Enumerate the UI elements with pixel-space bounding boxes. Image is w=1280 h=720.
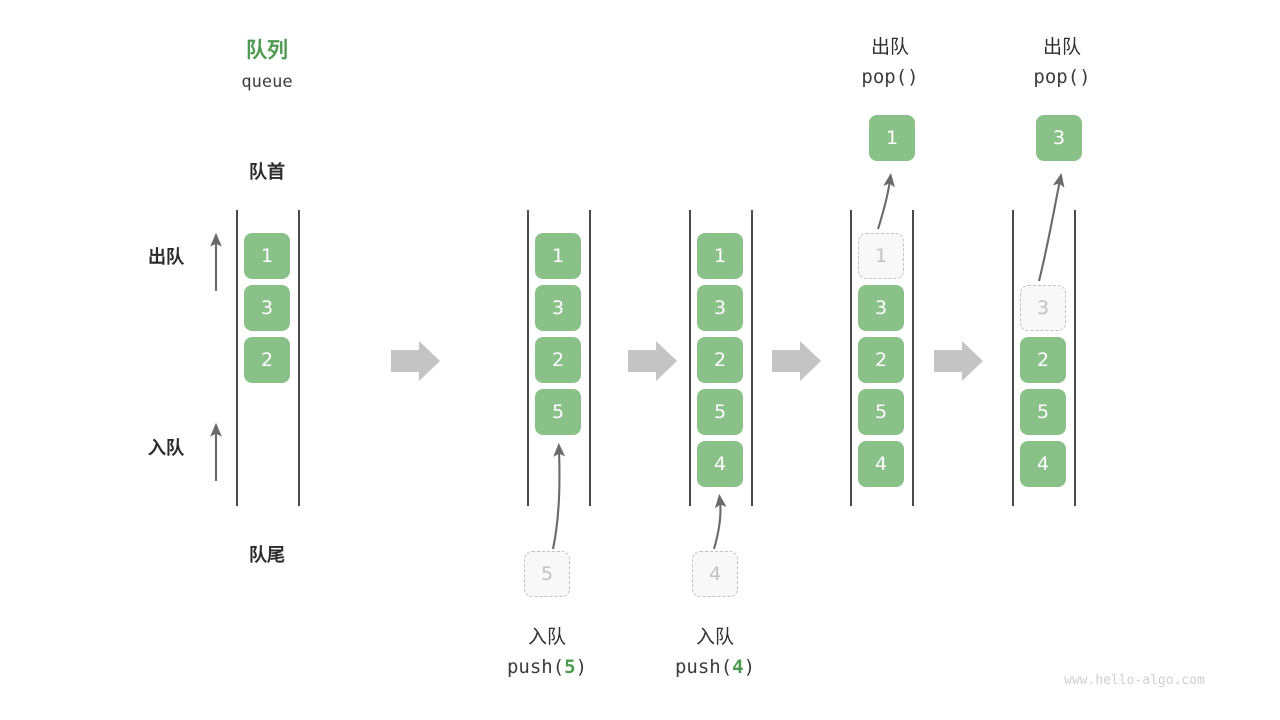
queue-rail-right	[912, 210, 914, 506]
queue-cell: 5	[535, 389, 581, 435]
queue-rail-right	[751, 210, 753, 506]
queue-cell: 4	[697, 441, 743, 487]
push-caption-prefix: push(	[674, 656, 733, 678]
queue-rail-right	[1074, 210, 1076, 506]
push-caption-en: push(5)	[477, 656, 617, 678]
push-caption-prefix: push(	[506, 656, 565, 678]
queue-rail-left	[1012, 210, 1014, 506]
queue-front-label: 队首	[249, 162, 285, 183]
enqueue-direction-label: 入队	[148, 438, 184, 459]
queue-cell: 3	[697, 285, 743, 331]
queue-rail-left	[527, 210, 529, 506]
queue-cell: 3	[535, 285, 581, 331]
queue-cell: 5	[858, 389, 904, 435]
step-connector-arrow	[628, 341, 677, 381]
popped-cell: 3	[1036, 115, 1082, 161]
queue-cell: 4	[1020, 441, 1066, 487]
push-caption-arg: 5	[564, 656, 576, 678]
queue-cell: 1	[697, 233, 743, 279]
push-caption-cn: 入队	[695, 626, 734, 648]
push-4-arrow	[712, 493, 727, 550]
queue-title-cn: 队列	[246, 38, 288, 62]
queue-cell: 1	[244, 233, 290, 279]
queue-cell: 5	[1020, 389, 1066, 435]
push-caption-suffix: )	[743, 656, 756, 678]
step-connector-arrow	[934, 341, 983, 381]
pop-header-cn: 出队	[870, 36, 909, 58]
queue-title-en: queue	[241, 72, 293, 92]
queue-cell: 2	[858, 337, 904, 383]
pop-header-en: pop()	[861, 66, 919, 88]
pop-3-arrow	[1037, 172, 1065, 282]
watermark: www.hello-algo.com	[1064, 673, 1205, 688]
pop-1-arrow	[876, 172, 895, 230]
queue-cell: 3	[858, 285, 904, 331]
pop-header-cn: 出队	[1042, 36, 1081, 58]
queue-rail-left	[850, 210, 852, 506]
queue-cell-ghost: 3	[1020, 285, 1066, 331]
queue-rail-right	[589, 210, 591, 506]
queue-cell: 3	[244, 285, 290, 331]
step-connector-arrow	[772, 341, 821, 381]
queue-rail-left	[689, 210, 691, 506]
queue-rail-left	[236, 210, 238, 506]
incoming-ghost-cell: 4	[692, 551, 738, 597]
queue-cell: 2	[697, 337, 743, 383]
queue-cell: 2	[1020, 337, 1066, 383]
push-5-arrow	[551, 442, 566, 550]
step-connector-arrow	[391, 341, 440, 381]
dequeue-direction-label: 出队	[148, 247, 184, 268]
push-caption-arg: 4	[732, 656, 744, 678]
queue-cell: 2	[244, 337, 290, 383]
popped-cell: 1	[869, 115, 915, 161]
pop-header-en: pop()	[1033, 66, 1091, 88]
push-caption-cn: 入队	[527, 626, 566, 648]
queue-cell: 1	[535, 233, 581, 279]
queue-rail-right	[298, 210, 300, 506]
queue-rear-label: 队尾	[249, 545, 285, 566]
queue-cell: 5	[697, 389, 743, 435]
queue-cell-ghost: 1	[858, 233, 904, 279]
push-caption-suffix: )	[575, 656, 588, 678]
incoming-ghost-cell: 5	[524, 551, 570, 597]
push-caption-en: push(4)	[645, 656, 785, 678]
queue-cell: 2	[535, 337, 581, 383]
queue-cell: 4	[858, 441, 904, 487]
